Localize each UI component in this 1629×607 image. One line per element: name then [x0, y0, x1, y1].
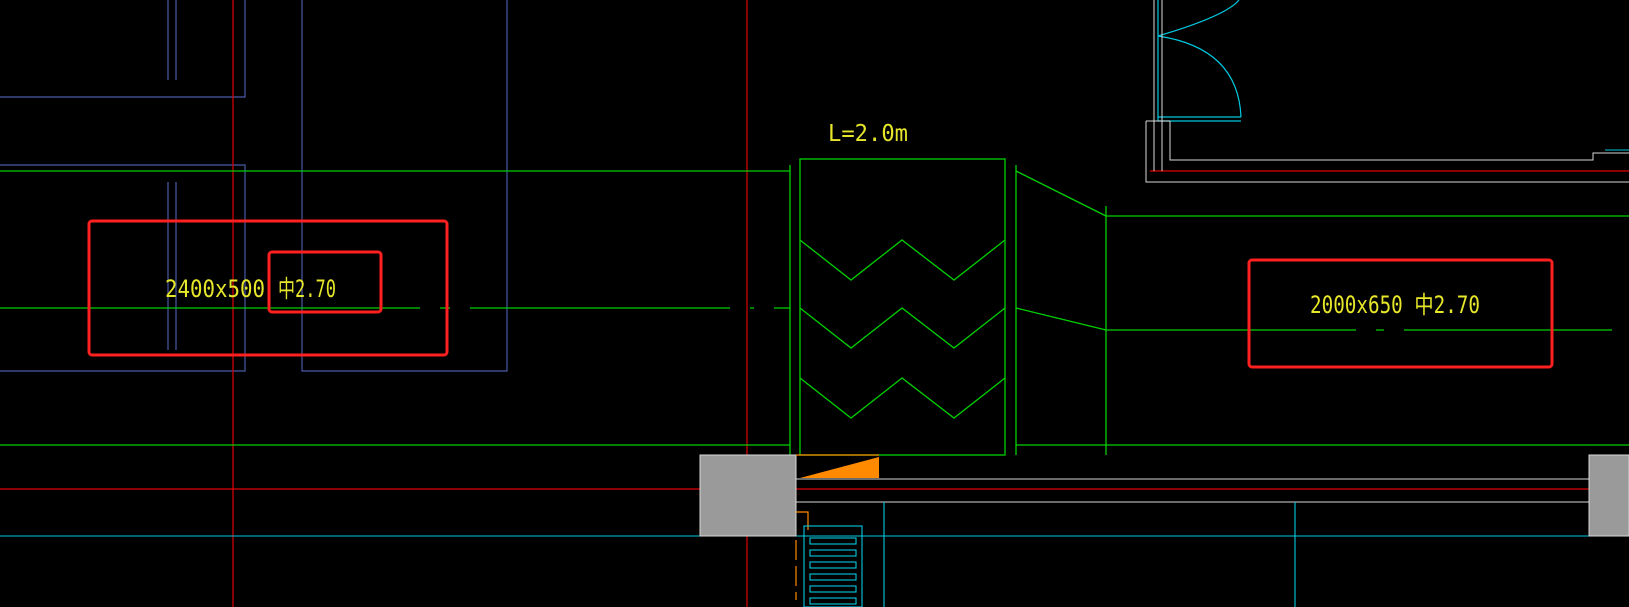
- highlight-box-left-elevation: [267, 250, 383, 314]
- wall-outlines: [0, 0, 508, 372]
- lower-walls: [0, 478, 1589, 607]
- duct-left-size-label: 2400x500: [165, 275, 265, 303]
- orange-fire-damper-mark: [795, 454, 879, 600]
- duct-left-elevation-label: 中2.70: [278, 275, 336, 303]
- highlight-box-left: [87, 219, 449, 357]
- highlight-boxes: [87, 219, 1554, 369]
- door-swing-arc: [1145, 0, 1629, 183]
- hatched-columns: [699, 454, 1629, 537]
- duct-right-size-label: 2000x650 中2.70: [1310, 291, 1480, 319]
- duct-lines: [0, 165, 1629, 455]
- zigzag-silencer-symbol: [799, 158, 1006, 456]
- stair-treads: [803, 525, 863, 607]
- silencer-length-label: L=2.0m: [828, 121, 908, 147]
- highlight-box-right: [1247, 258, 1554, 369]
